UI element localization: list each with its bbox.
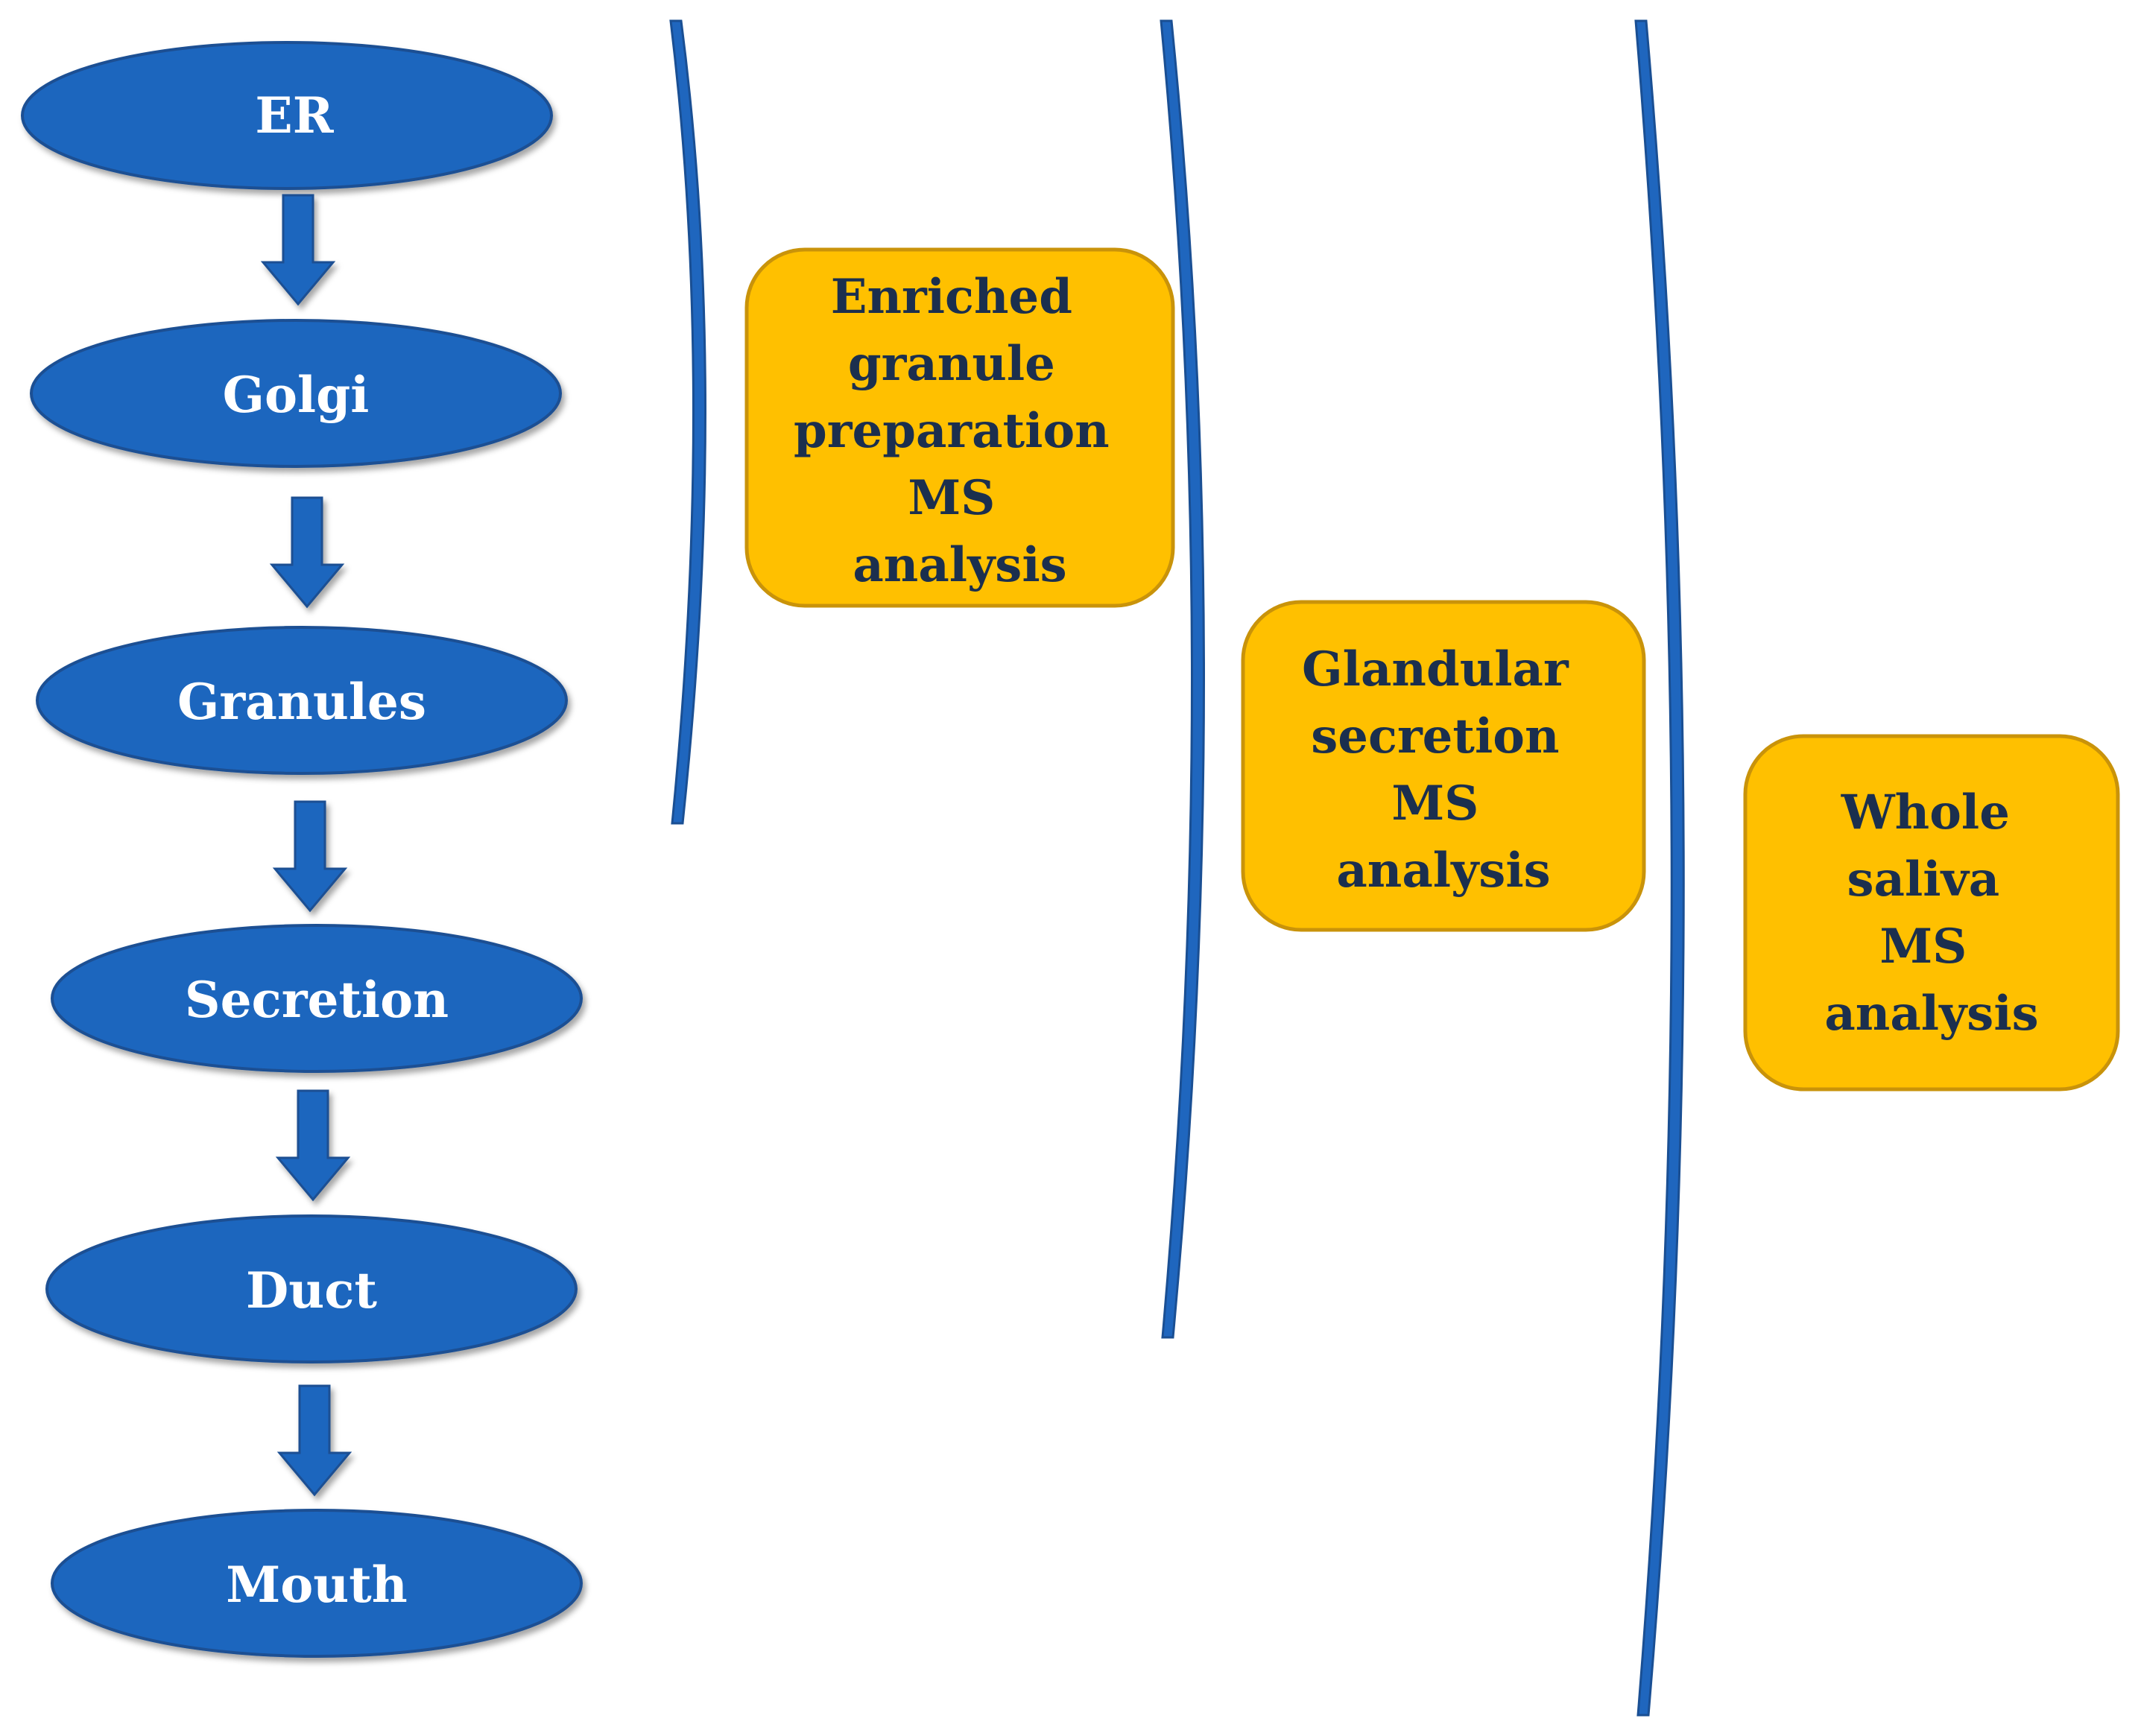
arrow-down-icon [275,1089,351,1202]
analysis-box-1-line: Enriched [831,269,1072,325]
svg-text:Glandular secretion: Glandular secretion MS analysis [1302,642,1585,899]
arrow-down-icon [272,800,348,913]
stage-secretion-label: Secretion [185,971,449,1029]
arrow-down-icon [260,194,336,306]
analysis-box-enriched-granule: Enriched granule preparation MS analysis [744,247,1175,608]
analysis-box-1-line: analysis [853,537,1066,593]
analysis-box-3-line: Whole [1841,785,2010,840]
bracket-granule-scope [669,19,707,825]
analysis-box-3-line: MS [1879,919,1967,975]
analysis-box-1-line: granule [848,336,1055,392]
stage-duct-label: Duct [246,1261,377,1320]
stage-mouth-label: Mouth [226,1556,408,1614]
bracket-whole-saliva-scope [1634,19,1685,1717]
stage-er: ER [21,41,553,190]
analysis-box-3-line: saliva [1847,852,1999,907]
analysis-box-1-line: preparation [794,403,1110,459]
stage-er-label: ER [255,86,334,145]
svg-text:Enriched granule p: Enriched granule preparation MS analysis [794,269,1126,593]
arrow-down-icon [276,1384,352,1497]
bracket-glandular-scope [1160,19,1206,1339]
analysis-box-2-line: analysis [1336,843,1550,899]
stage-golgi-label: Golgi [223,366,370,424]
stage-mouth: Mouth [51,1509,583,1658]
analysis-box-whole-saliva: Whole saliva MS analysis [1743,734,2120,1092]
analysis-box-2-line: MS [1391,776,1478,831]
stage-granules: Granules [36,626,568,775]
stage-golgi: Golgi [30,319,562,468]
analysis-box-glandular-secretion: Glandular secretion MS analysis [1241,600,1646,932]
stage-granules-label: Granules [177,673,426,731]
stage-secretion: Secretion [51,924,583,1073]
svg-text:Whole saliva MS: Whole saliva MS analysis [1824,785,2038,1042]
analysis-box-2-line: Glandular [1302,642,1569,697]
stage-duct: Duct [45,1214,578,1363]
analysis-box-1-line: MS [908,470,995,526]
analysis-box-3-line: analysis [1824,986,2038,1042]
arrow-down-icon [269,496,345,609]
analysis-box-2-line: secretion [1311,709,1559,764]
